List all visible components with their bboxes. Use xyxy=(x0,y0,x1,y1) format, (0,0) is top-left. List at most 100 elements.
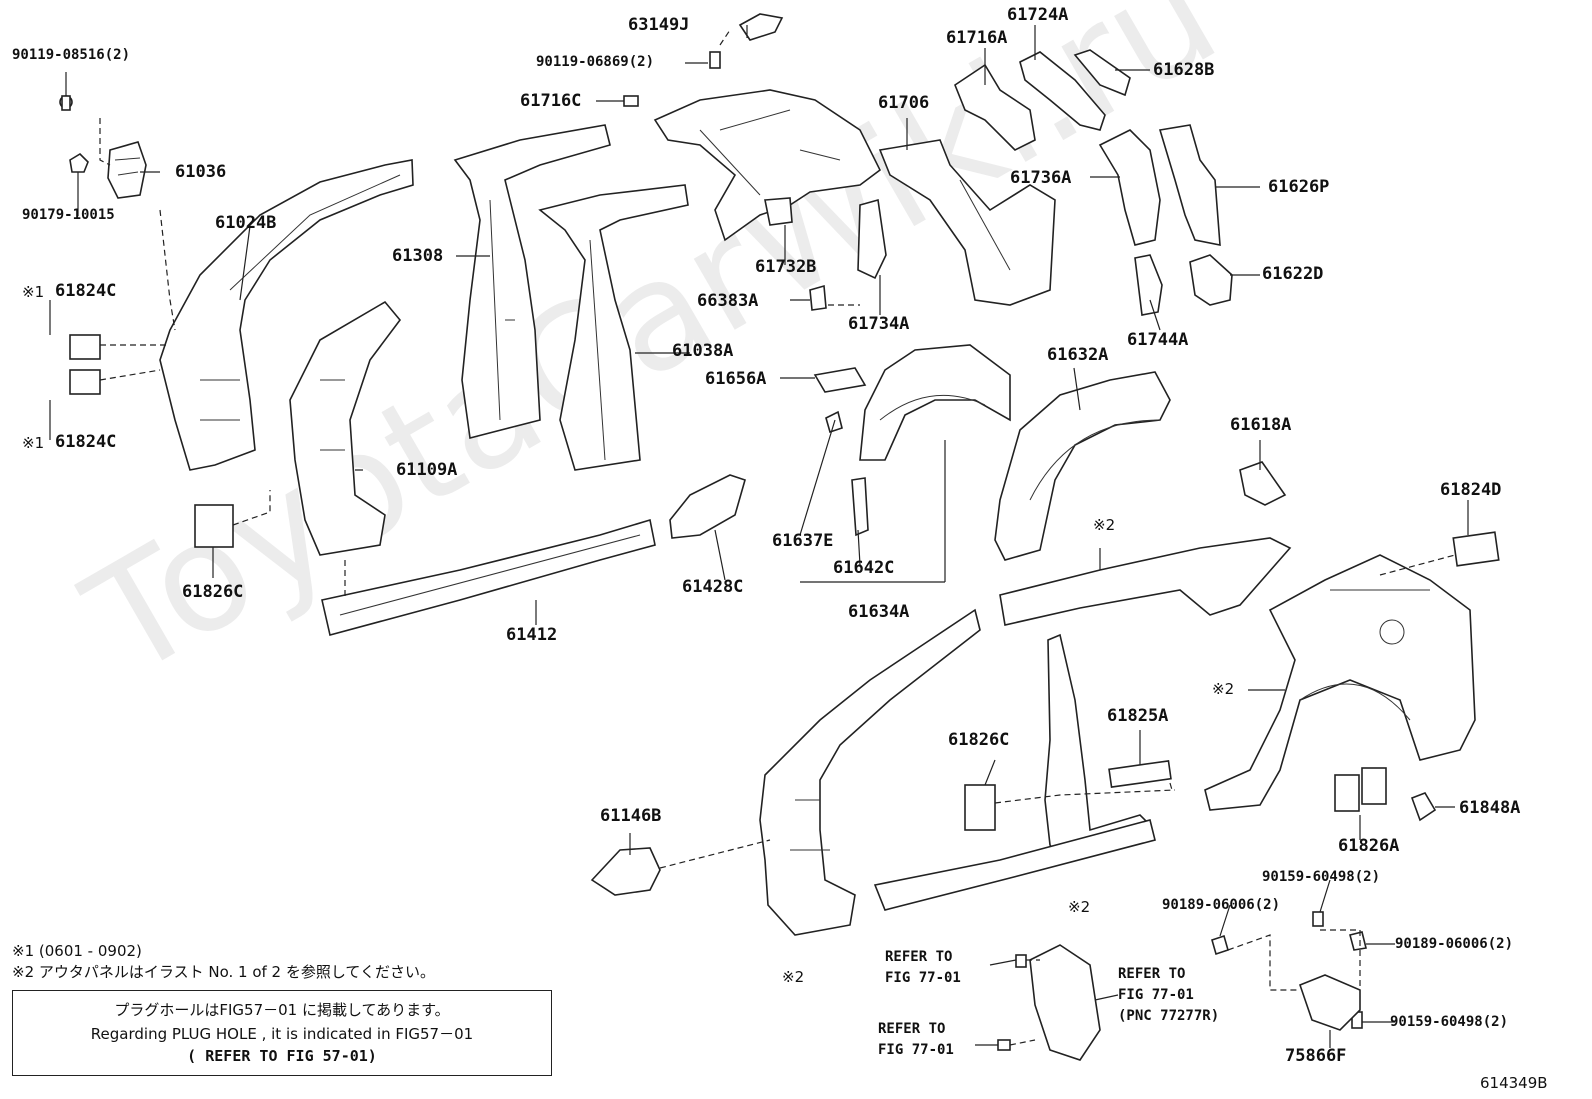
mark-2-right: ※2 xyxy=(1212,680,1235,698)
mark-2-mid: ※2 xyxy=(1068,898,1091,916)
label-61734a: 61734A xyxy=(848,314,910,334)
bracket-61732b xyxy=(764,197,793,226)
label-90189-06006-a: 90189-06006(2) xyxy=(1162,897,1281,913)
bracket-61618a xyxy=(1239,461,1287,506)
panel-61716a xyxy=(954,63,1036,151)
label-61826a: 61826A xyxy=(1338,836,1400,856)
label-61038a: 61038A xyxy=(672,341,734,361)
plug-hole-notice: プラグホールはFIG57－01 に掲載してあります。 Regarding PLU… xyxy=(12,990,552,1076)
footnote-2: ※2 アウタパネルはイラスト No. 1 of 2 を参照してください。 xyxy=(12,963,435,981)
label-61109a: 61109A xyxy=(396,460,458,480)
label-61632a: 61632A xyxy=(1047,345,1109,365)
roof-rail xyxy=(999,537,1292,626)
bracket-61428c xyxy=(669,474,746,539)
refer-3-line1: REFER TO xyxy=(878,1021,946,1037)
bracket-61656a xyxy=(813,367,867,393)
screw-ref-b xyxy=(997,1039,1011,1051)
panel-61109a xyxy=(289,300,402,556)
panel-61706 xyxy=(878,139,1056,306)
pad-61826c-center xyxy=(964,784,996,831)
splash-shield xyxy=(1029,944,1101,1061)
nut-90189-06006-a xyxy=(1211,934,1229,956)
pad-61826c-left xyxy=(194,504,234,548)
label-61308: 61308 xyxy=(392,246,444,266)
pad-61826a-a xyxy=(1334,774,1360,812)
label-61036: 61036 xyxy=(175,162,227,182)
panel-61024b xyxy=(159,159,414,471)
screw-ref-a xyxy=(1015,954,1027,968)
nut-90189-06006-b xyxy=(1349,931,1367,951)
panel-quarter-outer xyxy=(1204,554,1476,811)
label-61744a: 61744A xyxy=(1127,330,1189,350)
label-90179-10015: 90179-10015 xyxy=(22,207,115,223)
label-61628b: 61628B xyxy=(1153,60,1215,80)
rocker-61412 xyxy=(321,518,656,636)
label-61824c-b: 61824C xyxy=(55,432,117,452)
mark-2-bottom: ※2 xyxy=(782,968,805,986)
bracket-61642c xyxy=(851,477,869,537)
label-61732b: 61732B xyxy=(755,257,817,277)
label-61637e: 61637E xyxy=(772,531,834,551)
label-90159-60498-b: 90159-60498(2) xyxy=(1390,1014,1509,1030)
notice-line-3: ( REFER TO FIG 57-01) xyxy=(187,1047,377,1065)
label-90119-06869: 90119-06869(2) xyxy=(536,54,655,70)
panel-61622d xyxy=(1189,254,1233,306)
mark-1a: ※1 xyxy=(22,283,45,301)
label-61824d: 61824D xyxy=(1440,480,1502,500)
label-61024b: 61024B xyxy=(215,213,277,233)
pad-61824c-a xyxy=(69,334,101,360)
refer-3-line2: FIG 77-01 xyxy=(878,1042,954,1058)
panel-61736a xyxy=(1098,129,1161,246)
panel-center-pillar-outer xyxy=(873,633,1156,911)
bolt-90119-06869 xyxy=(709,51,721,69)
label-61825a: 61825A xyxy=(1107,706,1169,726)
clip-66383a xyxy=(809,284,827,311)
mark-2-top: ※2 xyxy=(1093,516,1116,534)
label-90119-08516: 90119-08516(2) xyxy=(12,47,131,63)
pad-61826a-b xyxy=(1361,767,1387,805)
pad-61824c-b xyxy=(69,369,101,395)
bracket-61146b xyxy=(590,847,661,896)
label-90159-60498-a: 90159-60498(2) xyxy=(1262,869,1381,885)
panel-61628b xyxy=(1073,49,1131,97)
figure-id: 614349B xyxy=(1480,1074,1548,1092)
nut-90179-10015 xyxy=(69,152,89,173)
bolt-90159-60498-a xyxy=(1312,911,1324,927)
label-90189-06006-b: 90189-06006(2) xyxy=(1395,936,1514,952)
label-66383a: 66383A xyxy=(697,291,759,311)
label-63149j: 63149J xyxy=(628,15,690,35)
panel-quarter-inner xyxy=(653,89,882,242)
bracket-63149j xyxy=(738,13,784,41)
label-61724a: 61724A xyxy=(1007,5,1069,25)
pad-61824d xyxy=(1452,531,1500,567)
label-61622d: 61622D xyxy=(1262,264,1324,284)
label-61412: 61412 xyxy=(506,625,558,645)
pad-61825a xyxy=(1108,760,1172,788)
label-61736a: 61736A xyxy=(1010,168,1072,188)
label-61642c: 61642C xyxy=(833,558,895,578)
panel-61038a xyxy=(538,184,689,471)
bolt-90119-08516 xyxy=(59,95,73,111)
label-61716a: 61716A xyxy=(946,28,1008,48)
label-61826c-left: 61826C xyxy=(182,582,244,602)
refer-2-line3: (PNC 77277R) xyxy=(1118,1008,1220,1024)
refer-2-line1: REFER TO xyxy=(1118,966,1186,982)
label-61706: 61706 xyxy=(878,93,930,113)
label-61626p: 61626P xyxy=(1268,177,1330,197)
refer-1-line1: REFER TO xyxy=(885,949,953,965)
notice-line-2: Regarding PLUG HOLE , it is indicated in… xyxy=(90,1025,474,1043)
label-61824c-a: 61824C xyxy=(55,281,117,301)
notice-line-1: プラグホールはFIG57－01 に掲載してあります。 xyxy=(114,1001,450,1019)
refer-1-line2: FIG 77-01 xyxy=(885,970,961,986)
label-61428c: 61428C xyxy=(682,577,744,597)
label-61826c-center: 61826C xyxy=(948,730,1010,750)
label-61716c: 61716C xyxy=(520,91,582,111)
bracket-61744a xyxy=(1134,254,1163,316)
label-61656a: 61656A xyxy=(705,369,767,389)
panel-61724a xyxy=(1019,51,1106,131)
label-61618a: 61618A xyxy=(1230,415,1292,435)
mark-1b: ※1 xyxy=(22,434,45,452)
clip-61848a xyxy=(1410,792,1437,822)
